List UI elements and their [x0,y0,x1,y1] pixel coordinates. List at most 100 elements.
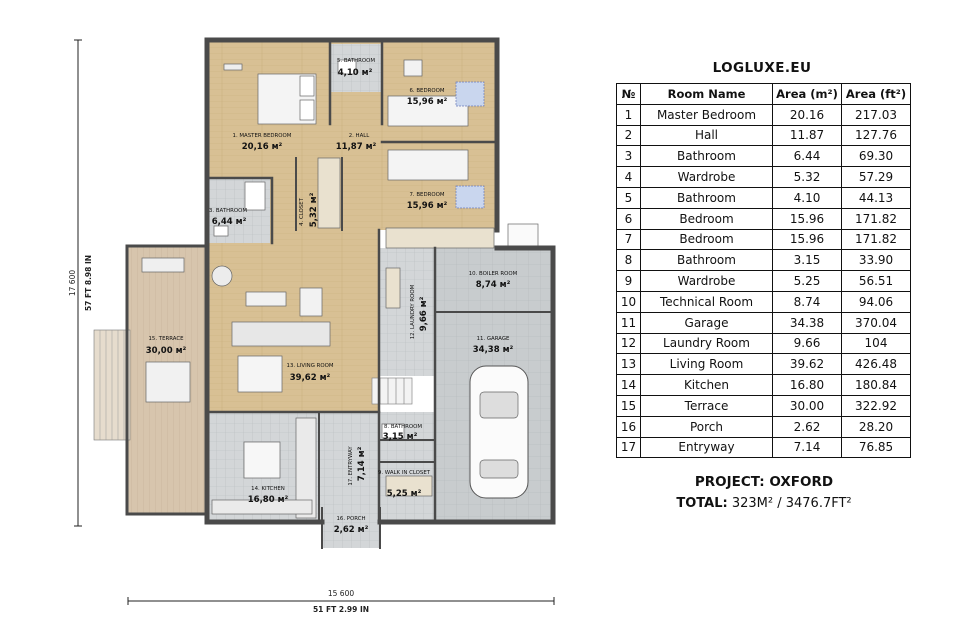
brand-title: LOGLUXE.EU [712,60,812,76]
label-closet-4: 4. CLOSET [299,197,305,226]
row-number: 9 [616,270,641,292]
row-area-m2: 15.96 [772,228,842,251]
porch-floor [322,508,380,548]
row-number: 3 [616,145,641,168]
row-room-name: Wardrobe [640,270,773,292]
row-room-name: Bedroom [640,228,773,251]
total-area: TOTAL: 323M² / 3476.7FT² [614,496,914,511]
label-terrace: 15. TERRACE [148,336,184,342]
row-number: 13 [616,353,641,376]
total-value: 323M² / 3476.7FT² [731,496,852,511]
row-number: 8 [616,249,641,272]
width-mm-label: 15 600 [328,589,354,598]
row-area-ft2: 33.90 [841,249,911,272]
row-number: 5 [616,186,641,209]
row-area-ft2: 426.48 [841,353,911,376]
row-area-ft2: 104 [841,332,911,355]
row-area-ft2: 127.76 [841,124,911,147]
row-area-ft2: 171.82 [841,228,911,251]
row-area-ft2: 171.82 [841,207,911,230]
area-kitchen: 16,80 м² [248,495,289,505]
row-area-m2: 3.15 [772,249,842,272]
row-area-ft2: 76.85 [841,436,911,459]
label-hall: 2. HALL [349,133,370,139]
label-laundry-room: 12. LAUNDRY ROOM [410,284,416,339]
row-area-ft2: 180.84 [841,374,911,396]
area-hall: 11,87 м² [336,142,377,152]
width-dimension: 15 600 51 FT 2.99 IN [127,589,555,614]
height-mm-label: 17 600 [68,270,77,296]
row-room-name: Bedroom [640,207,773,230]
kitchen-island [243,441,281,479]
row-area-ft2: 56.51 [841,270,911,292]
row-number: 6 [616,207,641,230]
row-room-name: Terrace [640,394,773,417]
row-area-ft2: 69.30 [841,145,911,168]
area-terrace: 30,00 м² [146,346,187,356]
sofa [231,321,331,347]
row-area-m2: 15.96 [772,207,842,230]
label-master-bedroom: 1. MASTER BEDROOM [233,133,292,139]
furniture [141,59,539,519]
row-area-m2: 5.32 [772,166,842,188]
row-number: 12 [616,332,641,355]
area-bedroom-7: 15,96 м² [407,201,448,211]
terrace-table [145,361,191,403]
area-living-room: 39,62 м² [290,373,331,383]
area-master-bedroom: 20,16 м² [242,142,283,152]
row-room-name: Living Room [640,353,773,376]
header-area-ft2: Area (ft²) [841,83,911,105]
row-room-name: Garage [640,311,773,334]
walls [125,37,556,549]
label-walkin-closet-9: 9. WALK IN CLOSET [378,470,431,476]
row-area-ft2: 94.06 [841,290,911,313]
row-number: 17 [616,436,641,459]
row-room-name: Hall [640,124,773,147]
bed-7 [387,149,469,181]
row-room-name: Master Bedroom [640,103,773,126]
bed-6 [387,95,469,127]
row-area-ft2: 370.04 [841,311,911,334]
label-entryway: 17. ENTRYWAY [348,446,354,486]
row-room-name: Porch [640,415,773,438]
row-area-ft2: 217.03 [841,103,911,126]
row-area-m2: 6.44 [772,145,842,168]
label-boiler-room: 10. BOILER ROOM [469,271,518,277]
row-area-m2: 5.25 [772,270,842,292]
row-area-m2: 7.14 [772,436,842,459]
closet-4-shelves [317,157,341,229]
label-bathroom-5: 5. BATHROOM [337,58,375,64]
label-living-room: 13. LIVING ROOM [287,363,334,369]
row-area-ft2: 57.29 [841,166,911,188]
row-area-m2: 34.38 [772,311,842,334]
entryway-floor [319,412,379,520]
header-area-m2: Area (m²) [772,83,842,105]
row-number: 2 [616,124,641,147]
area-entryway: 7,14 м² [357,446,367,481]
label-bathroom-3: 3. BATHROOM [209,208,247,214]
label-porch: 16. PORCH [336,516,365,522]
project-name: PROJECT: OXFORD [694,474,834,490]
area-bedroom-6: 15,96 м² [407,97,448,107]
row-room-name: Technical Room [640,290,773,313]
row-number: 1 [616,103,641,126]
row-number: 7 [616,228,641,251]
row-area-ft2: 44.13 [841,186,911,209]
area-garage: 34,38 м² [473,345,514,355]
header-num: № [616,83,641,105]
row-number: 15 [616,394,641,417]
